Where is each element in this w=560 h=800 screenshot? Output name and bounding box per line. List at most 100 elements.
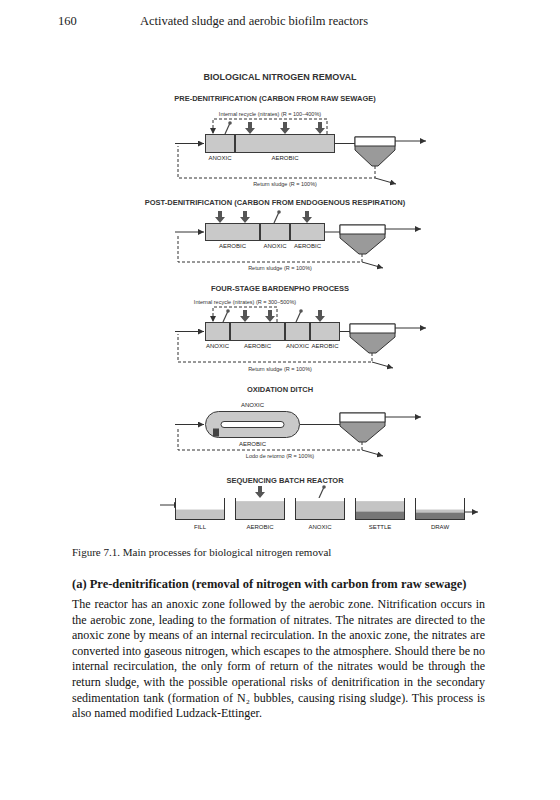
reactor-zone: AEROBIC <box>230 322 285 341</box>
process-title: FOUR-STAGE BARDENPHO PROCESS <box>211 285 349 294</box>
mixer-shaft <box>296 311 301 322</box>
flow-line <box>300 424 340 425</box>
tank-content <box>236 498 284 519</box>
aerator-arrow <box>280 122 290 134</box>
tank-content <box>176 498 224 519</box>
zone-label: AEROBIC <box>311 343 338 349</box>
zone-label: ANOXIC <box>206 343 229 349</box>
aerator-arrow <box>245 122 255 134</box>
zone-label: ANOXIC <box>286 343 309 349</box>
inflow-line <box>175 143 204 144</box>
flow-line <box>335 143 355 144</box>
mixer <box>319 485 326 498</box>
mixer <box>223 309 230 322</box>
sbr-tank: FILL <box>175 498 225 520</box>
process-title: OXIDATION DITCH <box>247 386 313 395</box>
sbr-tank: AEROBIC <box>235 498 285 520</box>
zone-label: ANOXIC <box>241 402 264 408</box>
tank-liquid <box>296 501 344 519</box>
running-header: Activated sludge and aerobic biofilm rea… <box>140 14 368 28</box>
inflow-line <box>175 331 204 332</box>
recycle-label: Internal recycle (nitrates) (R = 100–400… <box>218 111 322 117</box>
mixer-shaft <box>225 123 230 134</box>
zone-label: DRAW <box>431 524 449 530</box>
settler-top <box>350 324 395 333</box>
settler <box>340 413 385 442</box>
mixer-motor <box>322 485 326 489</box>
body-paragraph: The reactor has an anoxic zone followed … <box>72 597 485 722</box>
ditch-rotor <box>213 429 219 437</box>
process-title: PRE-DENITRIFICATION (CARBON FROM RAW SEW… <box>174 95 376 104</box>
return-label: Return sludge (R = 100%) <box>253 181 317 187</box>
sbr-tank: DRAW <box>415 498 465 520</box>
tank-content <box>416 498 464 519</box>
settler <box>355 137 395 166</box>
figure-title: BIOLOGICAL NITROGEN REMOVAL <box>203 72 356 82</box>
zone-label: AEROBIC <box>246 524 273 530</box>
reactor-zone: AEROBIC <box>205 223 260 241</box>
flow-line <box>325 232 340 233</box>
recycle-connector <box>213 307 277 322</box>
settler <box>350 324 395 353</box>
return-label: Lodo de retorno (R = 100%) <box>246 453 314 459</box>
zone-label: ANOXIC <box>263 243 286 249</box>
zone-label: SETTLE <box>369 524 392 530</box>
mixer-shaft <box>274 212 279 223</box>
mixer-shaft <box>223 311 228 322</box>
oxidation-ditch: ANOXICAEROBIC <box>205 411 300 438</box>
outflow-line <box>395 141 426 142</box>
ditch-channel <box>206 412 300 438</box>
process-title: POST-DENITRIFICATION (CARBON FROM ENDOGE… <box>145 199 406 208</box>
mixer-shaft <box>319 487 324 498</box>
tank-liquid <box>236 501 284 519</box>
reactor-zone: ANOXIC <box>285 322 310 341</box>
mixers <box>223 121 326 498</box>
tank-liquid <box>416 510 464 519</box>
recycle-connector <box>213 119 327 134</box>
zone-label: AEROBIC <box>271 155 298 161</box>
mixer <box>274 210 281 223</box>
section-heading: (a) Pre-denitrification (removal of nitr… <box>72 577 466 591</box>
settler-top <box>340 225 385 234</box>
aerator-arrow <box>302 211 312 223</box>
aerator-arrow <box>240 310 250 322</box>
zone-label: AEROBIC <box>244 343 271 349</box>
zone-label: AEROBIC <box>239 441 266 447</box>
zone-label: AEROBIC <box>219 243 246 249</box>
settler-top <box>340 413 385 422</box>
mixer-motor <box>277 210 281 214</box>
page-number: 160 <box>58 14 77 28</box>
tank-content <box>296 498 344 519</box>
return-label: Return sludge (R = 100%) <box>248 366 312 372</box>
outflow-line <box>385 417 421 418</box>
waste-sludge-line <box>362 450 383 456</box>
reactor-zone: ANOXIC <box>205 134 235 153</box>
reactor-zone: AEROBIC <box>290 223 325 241</box>
mixer <box>225 121 232 134</box>
tank-content <box>356 498 404 519</box>
waste-sludge-line <box>375 178 396 184</box>
aerator-arrow <box>215 211 225 223</box>
waste-sludge-line <box>372 362 393 368</box>
flow-line <box>340 331 350 332</box>
mixer-motor <box>228 121 232 125</box>
aerator-arrow <box>240 211 250 223</box>
process-title: SEQUENCING BATCH REACTOR <box>226 477 343 486</box>
tank-liquid <box>356 501 404 519</box>
mixer-motor <box>226 309 230 313</box>
tank-sludge <box>416 513 464 519</box>
reactor-zone: AEROBIC <box>310 322 340 341</box>
settler <box>340 225 385 254</box>
settler-top <box>355 137 395 146</box>
ditch-island <box>221 422 284 428</box>
figure-caption: Figure 7.1. Main processes for biologica… <box>72 546 331 559</box>
mixer <box>296 309 303 322</box>
return-label: Return sludge (R = 100%) <box>248 265 312 271</box>
ditch-outline <box>205 411 300 438</box>
zone-label: ANOXIC <box>308 524 331 530</box>
aerators <box>215 122 325 498</box>
sbr-tank: SETTLE <box>355 498 405 520</box>
mixer-motor <box>299 309 303 313</box>
